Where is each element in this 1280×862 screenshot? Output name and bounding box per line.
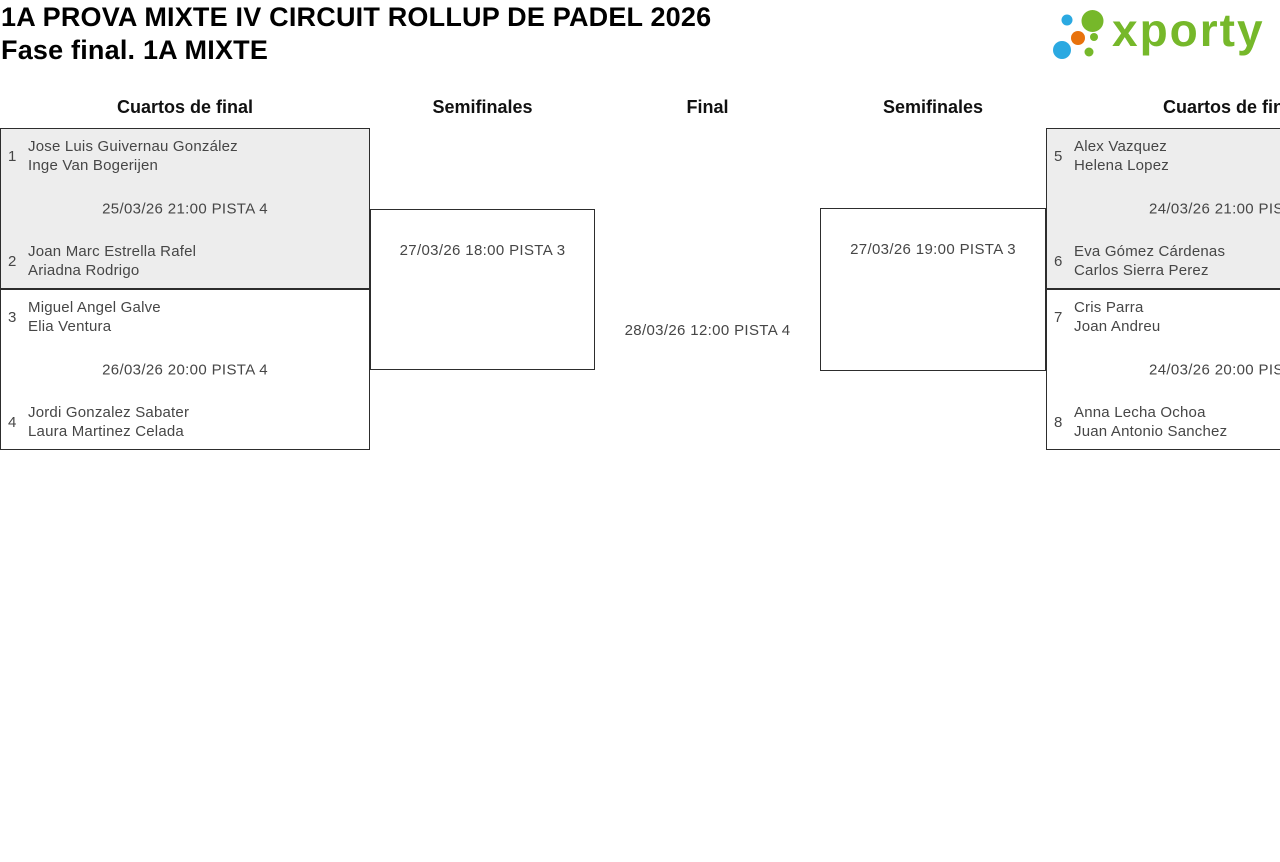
round-header-semifinals-right: Semifinales [882,97,984,117]
player-name: Alex Vazquez [1074,138,1168,155]
team-players: Alex Vazquez Helena Lopez [1074,137,1169,175]
logo-dot-green-small [1084,47,1094,57]
logo-dot-blue-large [1053,41,1071,59]
seed-number: 4 [8,413,17,431]
player-name: Laura Martinez Celada [28,423,184,440]
player-name: Anna Lecha Ochoa [1074,404,1206,421]
seed-number: 3 [8,308,17,326]
match-schedule: 24/03/26 21:00 PIS [1149,200,1280,217]
player-name: Joan Andreu [1074,318,1161,335]
match-schedule: 25/03/26 21:00 PISTA 4 [102,200,268,217]
player-name: Elia Ventura [28,318,112,335]
player-name: Helena Lopez [1074,157,1169,174]
xporty-logo[interactable]: xporty [1052,4,1280,65]
page-title: 1A PROVA MIXTE IV CIRCUIT ROLLUP DE PADE… [1,1,711,67]
round-header-final: Final [686,97,729,117]
seed-number: 7 [1054,308,1063,326]
round-header-semifinals-left: Semifinales [432,97,533,117]
seed-number: 5 [1054,147,1063,165]
team-players: Jose Luis Guivernau González Inge Van Bo… [28,137,238,175]
player-name: Carlos Sierra Perez [1074,262,1209,279]
match-schedule: 27/03/26 19:00 PISTA 3 [850,241,1016,258]
phase-name: Fase final. 1A MIXTE [1,35,269,65]
player-name: Inge Van Bogerijen [28,157,159,174]
player-name: Cris Parra [1074,299,1144,316]
team-row: 4 Jordi Gonzalez Sabater Laura Martinez … [1,403,369,441]
team-row: 6 Eva Gómez Cárdenas Carlos Sierra Perez [1047,242,1280,280]
player-name: Juan Antonio Sanchez [1074,423,1228,440]
team-row: 2 Joan Marc Estrella Rafel Ariadna Rodri… [1,242,369,280]
match-card-qf-2[interactable]: 3 Miguel Angel Galve Elia Ventura 26/03/… [0,289,370,450]
match-schedule: 26/03/26 20:00 PISTA 4 [102,361,268,378]
logo-dot-green-large [1081,10,1104,32]
player-name: Eva Gómez Cárdenas [1074,243,1226,260]
round-header-quarterfinals-left: Cuartos de final [116,97,254,117]
team-row: 5 Alex Vazquez Helena Lopez [1047,137,1280,175]
match-card-qf-3[interactable]: 5 Alex Vazquez Helena Lopez 24/03/26 21:… [1046,128,1280,289]
player-name: Miguel Angel Galve [28,299,161,316]
seed-number: 6 [1054,252,1063,270]
final-match-schedule: 28/03/26 12:00 PISTA 4 [624,322,791,339]
seed-number: 1 [8,147,17,165]
seed-number: 2 [8,252,17,270]
player-name: Jordi Gonzalez Sabater [28,404,190,421]
seed-number: 8 [1054,413,1063,431]
team-players: Eva Gómez Cárdenas Carlos Sierra Perez [1074,242,1225,280]
match-card-semifinal-left[interactable]: 27/03/26 18:00 PISTA 3 [370,209,595,370]
team-row: 7 Cris Parra Joan Andreu [1047,298,1280,336]
match-card-semifinal-right[interactable]: 27/03/26 19:00 PISTA 3 [820,208,1046,371]
team-players: Anna Lecha Ochoa Juan Antonio Sanchez [1074,403,1227,441]
team-players: Jordi Gonzalez Sabater Laura Martinez Ce… [28,403,189,441]
team-players: Cris Parra Joan Andreu [1074,298,1160,336]
match-schedule: 27/03/26 18:00 PISTA 3 [399,242,566,259]
team-row: 3 Miguel Angel Galve Elia Ventura [1,298,369,336]
logo-wordmark: xporty [1112,5,1265,56]
team-row: 8 Anna Lecha Ochoa Juan Antonio Sanchez [1047,403,1280,441]
logo-dot-orange [1071,31,1085,45]
team-row: 1 Jose Luis Guivernau González Inge Van … [1,137,369,175]
player-name: Jose Luis Guivernau González [28,138,238,155]
match-schedule: 24/03/26 20:00 PIS [1149,361,1280,378]
tournament-name: 1A PROVA MIXTE IV CIRCUIT ROLLUP DE PADE… [1,2,712,32]
match-card-qf-1[interactable]: 1 Jose Luis Guivernau González Inge Van … [0,128,370,289]
match-card-qf-4[interactable]: 7 Cris Parra Joan Andreu 24/03/26 20:00 … [1046,289,1280,450]
team-players: Miguel Angel Galve Elia Ventura [28,298,161,336]
logo-dot-green-tiny [1090,33,1098,41]
round-header-quarterfinals-right: Cuartos de final [1162,97,1280,117]
logo-dot-blue-small [1061,14,1073,26]
team-players: Joan Marc Estrella Rafel Ariadna Rodrigo [28,242,196,280]
player-name: Ariadna Rodrigo [28,262,140,279]
xporty-logo-icon: xporty [1053,4,1265,59]
player-name: Joan Marc Estrella Rafel [28,243,197,260]
